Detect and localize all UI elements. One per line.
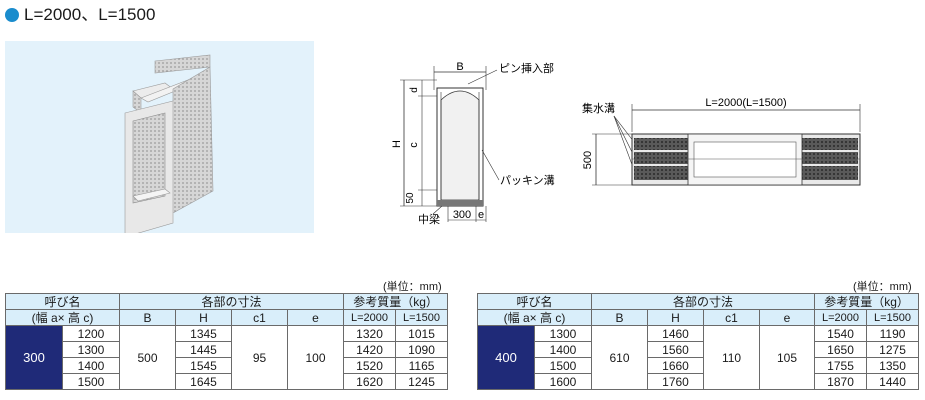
cell-w2000: 1540	[814, 325, 868, 342]
cell-c: 1400	[61, 357, 121, 374]
table-row: 1500 1645 1620 1245	[6, 373, 449, 390]
col-e: e	[759, 309, 816, 326]
cell-e: 100	[287, 325, 345, 390]
cell-b: 500	[119, 325, 177, 390]
cell-h: 1560	[647, 341, 705, 358]
col-l1500: L=1500	[866, 309, 920, 326]
cell-h: 1460	[647, 325, 705, 342]
spec-table-400: 呼び名 各部の寸法 参考質量（kg） (幅 a× 高 c) B H c1 e L…	[476, 293, 920, 390]
cell-c: 1500	[533, 357, 593, 374]
col-c1: c1	[703, 309, 761, 326]
header-dims: 各部の寸法	[591, 293, 816, 310]
label-drain: 集水溝	[582, 101, 615, 115]
header-name: 呼び名	[4, 293, 121, 310]
cell-w1500: 1350	[866, 357, 920, 374]
cell-w1500: 1275	[866, 341, 920, 358]
table-row: 1300 1445 1420 1090	[6, 341, 449, 358]
label-e: e	[478, 209, 484, 221]
cell-c: 1500	[61, 373, 121, 390]
table-row: 1400 1545 1520 1165	[6, 357, 449, 374]
col-l1500: L=1500	[395, 309, 449, 326]
cell-w1500: 1090	[395, 341, 449, 358]
cell-h: 1545	[175, 357, 233, 374]
unit-label-2: (単位：mm)	[853, 281, 912, 293]
cell-h: 1645	[175, 373, 233, 390]
cell-w1500: 1440	[866, 373, 920, 390]
cell-c: 1600	[533, 373, 593, 390]
label-length: L=2000(L=1500)	[705, 97, 786, 109]
header-name-sub: (幅 a× 高 c)	[476, 309, 593, 326]
table-row: 300 1200 500 1345 95 100 1320 1015	[5, 325, 449, 390]
cell-e: 105	[759, 325, 816, 390]
cell-w2000: 1320	[343, 325, 397, 342]
cell-w2000: 1870	[814, 373, 868, 390]
cell-w1500: 1015	[395, 325, 449, 342]
cell-c: 1300	[533, 325, 593, 342]
col-b: B	[119, 309, 177, 326]
cell-w2000: 1520	[343, 357, 397, 374]
cell-c: 1300	[61, 341, 121, 358]
label-50: 50	[405, 192, 416, 204]
box-culvert-illustration	[124, 54, 214, 238]
cell-c1: 95	[231, 325, 289, 390]
cell-b: 610	[591, 325, 649, 390]
col-l2000: L=2000	[814, 309, 868, 326]
plan-view-diagram: L=2000(L=1500) 集水溝 500	[582, 97, 861, 186]
cell-h: 1345	[175, 325, 233, 342]
label-d: d	[409, 87, 420, 93]
cell-w2000: 1755	[814, 357, 868, 374]
table-row: 400 1300 610 1460 110 105 1540 1190	[477, 325, 920, 390]
col-e: e	[287, 309, 345, 326]
table-row: 1400 1560 1650 1275	[478, 341, 920, 358]
col-c1: c1	[231, 309, 289, 326]
page-title: L=2000、L=1500	[24, 5, 156, 24]
cell-c: 1200	[61, 325, 121, 342]
label-h: H	[391, 140, 403, 148]
width-cell: 400	[477, 325, 535, 390]
col-h: H	[175, 309, 233, 326]
label-c: c	[408, 142, 420, 148]
cell-w2000: 1650	[814, 341, 868, 358]
header-name-sub: (幅 a× 高 c)	[4, 309, 121, 326]
cell-w2000: 1620	[343, 373, 397, 390]
cell-w2000: 1420	[343, 341, 397, 358]
header-weight: 参考質量（kg）	[343, 293, 449, 310]
cell-c: 1400	[533, 341, 593, 358]
table-row: 1500 1660 1755 1350	[478, 357, 920, 374]
product-illustration	[5, 41, 314, 238]
col-b: B	[591, 309, 649, 326]
bullet-dot-icon	[5, 8, 19, 22]
spec-table-300: 呼び名 各部の寸法 参考質量（kg） (幅 a× 高 c) B H c1 e L…	[4, 293, 449, 390]
cell-h: 1445	[175, 341, 233, 358]
cell-w1500: 1165	[395, 357, 449, 374]
cell-w1500: 1245	[395, 373, 449, 390]
label-pin: ピン挿入部	[499, 61, 554, 75]
header-name: 呼び名	[476, 293, 593, 310]
label-b: B	[456, 61, 463, 73]
header-dims: 各部の寸法	[119, 293, 345, 310]
label-packing: パッキン溝	[500, 174, 555, 187]
cell-w1500: 1190	[866, 325, 920, 342]
width-cell: 300	[5, 325, 63, 390]
col-l2000: L=2000	[343, 309, 397, 326]
cell-c1: 110	[703, 325, 761, 390]
unit-label-1: (単位：mm)	[383, 281, 442, 293]
cell-h: 1760	[647, 373, 705, 390]
cell-h: 1660	[647, 357, 705, 374]
table-row: 1600 1760 1870 1440	[478, 373, 920, 390]
label-500: 500	[582, 151, 594, 169]
col-h: H	[647, 309, 705, 326]
cross-section-diagram: B ピン挿入部 H d c 50 パッキン溝 中梁 300 e	[391, 61, 555, 226]
label-beam: 中梁	[418, 212, 440, 226]
header-weight: 参考質量（kg）	[814, 293, 920, 310]
label-300: 300	[453, 209, 471, 221]
